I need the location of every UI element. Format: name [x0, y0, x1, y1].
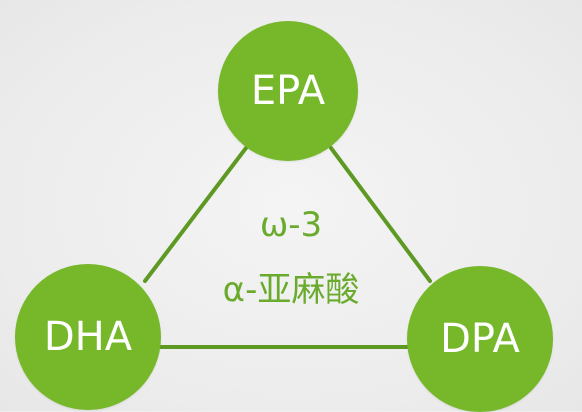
- connector-epa-dha: [143, 146, 248, 283]
- node-dha: DHA: [15, 264, 161, 410]
- center-label-omega3: ω-3: [259, 205, 323, 245]
- node-dpa: DPA: [407, 266, 553, 412]
- connector-epa-dpa: [329, 146, 432, 283]
- node-dpa-label: DPA: [440, 316, 520, 362]
- node-epa-label: EPA: [250, 68, 326, 114]
- node-dha-label: DHA: [43, 314, 133, 360]
- center-label-alpha-linolenic-acid: α-亚麻酸: [222, 270, 360, 310]
- node-epa: EPA: [218, 21, 358, 161]
